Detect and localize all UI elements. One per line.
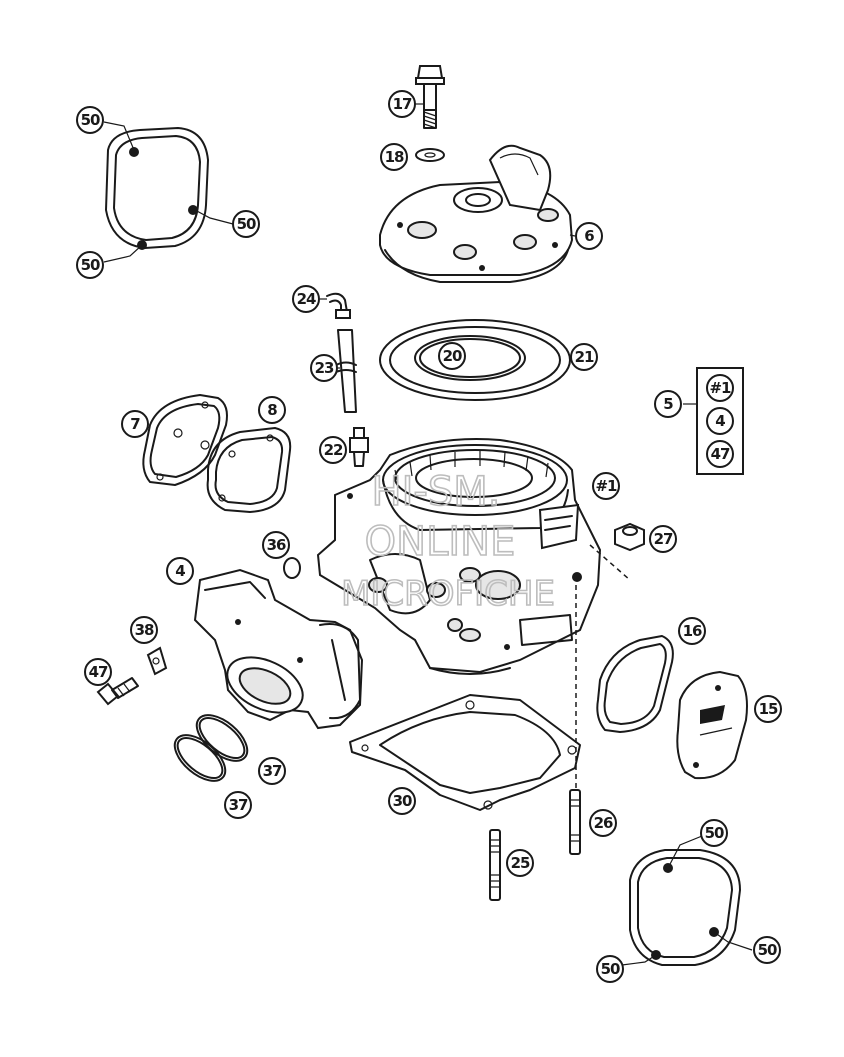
spring-clamp [146,646,168,676]
svg-text:50: 50 [81,111,100,129]
callout-50-bottom-right: 50 [753,936,781,964]
callout-50-left: 50 [76,251,104,279]
callout-38: 38 [130,616,158,644]
watermark-line-1: HI-SM. [372,469,501,515]
kit-item-4: 4 [706,407,734,435]
cover-gasket-bottom-right [629,849,741,966]
callout-50-bottom-top: 50 [700,819,728,847]
callout-4: 4 [166,557,194,585]
callout-cylinder-1: #1 [592,472,620,500]
stud-long [569,789,581,855]
svg-text:15: 15 [759,700,778,718]
callout-16: 16 [678,617,706,645]
callout-22: 22 [319,436,347,464]
exhaust-flange-gasket [142,394,228,486]
callout-36: 36 [262,531,290,559]
svg-text:26: 26 [594,814,613,832]
washer [415,148,445,162]
callout-8: 8 [258,396,286,424]
svg-text:36: 36 [267,536,286,554]
svg-text:4: 4 [175,562,185,580]
cylinder-head [379,144,574,283]
callout-20: 20 [438,342,466,370]
svg-text:50: 50 [81,256,100,274]
callout-18: 18 [380,143,408,171]
svg-text:6: 6 [584,227,594,245]
kit-item-47: 47 [706,440,734,468]
kit-item-1: #1 [706,374,734,402]
callout-15: 15 [754,695,782,723]
watermark: HI-SM. ONLINE MICROFICHE [340,468,555,615]
svg-text:30: 30 [393,792,412,810]
callout-26: 26 [589,809,617,837]
svg-text:25: 25 [511,854,530,872]
svg-text:38: 38 [135,621,154,639]
callout-25: 25 [506,849,534,877]
callout-37-a: 37 [258,757,286,785]
svg-text:37: 37 [229,796,248,814]
svg-text:#1: #1 [709,379,731,397]
svg-text:50: 50 [705,824,724,842]
cover-gasket-top-left [105,127,209,250]
callout-50-top: 50 [76,106,104,134]
callout-23: 23 [310,354,338,382]
cylinder-base-gasket [349,694,581,811]
water-hose [335,329,357,413]
callout-7: 7 [121,410,149,438]
svg-text:20: 20 [443,347,462,365]
small-o-ring [283,557,301,579]
svg-text:27: 27 [654,530,673,548]
svg-text:4: 4 [715,412,725,430]
cylinder [316,438,602,675]
power-valve-cover [676,670,748,780]
svg-text:7: 7 [130,415,140,433]
svg-text:24: 24 [297,290,316,308]
callout-37-b: 37 [224,791,252,819]
svg-text:22: 22 [324,441,343,459]
svg-text:18: 18 [385,148,404,166]
callout-30: 30 [388,787,416,815]
o-ring [414,335,526,381]
stud-short [489,829,501,901]
sensor-fitting [349,427,369,467]
callout-24: 24 [292,285,320,313]
svg-text:#1: #1 [595,477,617,495]
water-elbow [326,292,351,319]
watermark-line-2: ONLINE [365,519,516,565]
svg-text:16: 16 [683,622,702,640]
callout-27: 27 [649,525,677,553]
head-bolt [415,65,445,129]
callout-17: 17 [388,90,416,118]
manifold-o-ring-b [195,714,249,762]
callout-50-bottom-left: 50 [596,955,624,983]
watermark-line-3: MICROFICHE [341,574,555,614]
svg-text:50: 50 [758,941,777,959]
power-valve-gasket [596,635,674,733]
svg-text:47: 47 [711,445,730,463]
svg-text:23: 23 [315,359,334,377]
callout-47: 47 [84,658,112,686]
cylinder-nut [614,522,645,552]
svg-text:21: 21 [575,348,594,366]
svg-text:47: 47 [89,663,108,681]
svg-text:8: 8 [267,401,277,419]
head-gasket [379,319,571,401]
svg-text:5: 5 [663,395,673,413]
svg-text:50: 50 [601,960,620,978]
exhaust-flange [193,568,364,730]
callout-5: 5 [654,390,682,418]
cover-gasket [206,427,292,513]
allen-screw [96,677,139,706]
callout-50-right: 50 [232,210,260,238]
callout-21: 21 [570,343,598,371]
callout-6: 6 [575,222,603,250]
svg-text:37: 37 [263,762,282,780]
svg-text:17: 17 [393,95,412,113]
svg-text:50: 50 [237,215,256,233]
